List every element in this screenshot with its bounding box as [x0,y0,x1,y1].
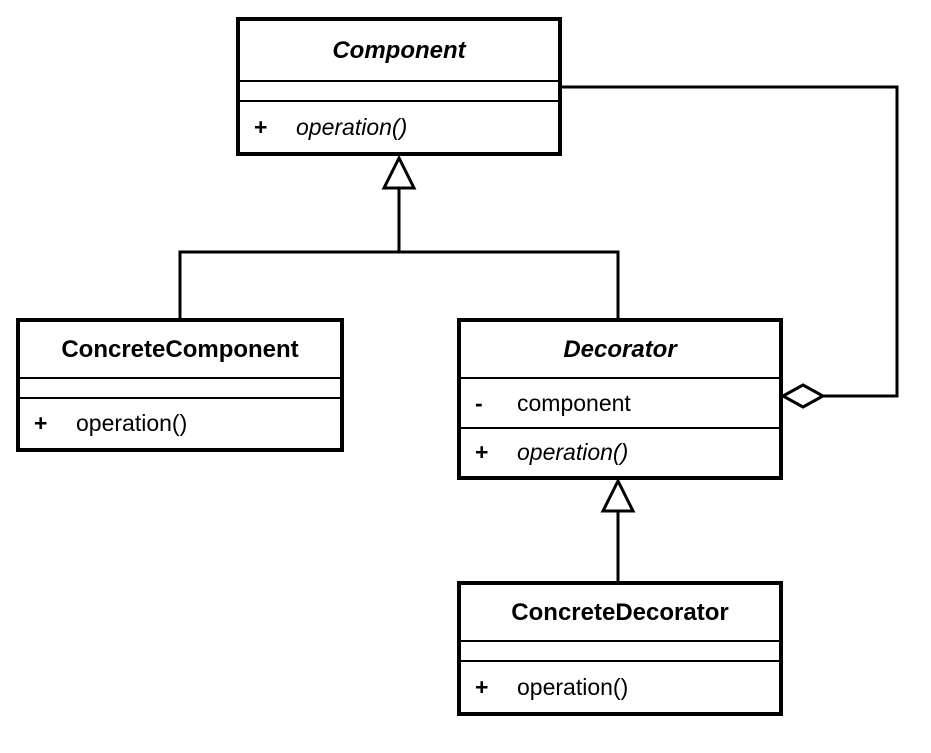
class-operations-decorator: + operation() [461,429,779,476]
class-attributes-decorator: - component [461,379,779,429]
attribute-row: - component [461,389,779,416]
aggregation-line [562,85,899,398]
visibility-symbol: + [475,673,489,700]
class-name-concrete-component: ConcreteComponent [20,322,340,379]
attribute-name: component [517,389,631,416]
visibility-symbol: + [254,113,268,140]
class-box-decorator: Decorator - component + operation() [457,318,783,480]
visibility-symbol: + [34,410,48,436]
aggregation-diamond-icon [779,383,827,409]
generalization-branch-line [178,250,620,318]
class-attributes-concrete-component [20,379,340,399]
class-box-concrete-decorator: ConcreteDecorator + operation() [457,581,783,716]
operation-row: + operation() [240,113,558,140]
operation-name: operation() [76,410,188,436]
operation-name: operation() [517,673,629,700]
visibility-symbol: - [475,389,483,416]
class-attributes-component [240,82,558,102]
class-operations-component: + operation() [240,102,558,152]
class-box-concrete-component: ConcreteComponent + operation() [16,318,344,452]
class-name-decorator: Decorator [461,322,779,379]
class-operations-concrete-component: + operation() [20,399,340,448]
class-attributes-concrete-decorator [461,642,779,662]
class-box-component: Component + operation() [236,17,562,156]
generalization-arrowhead-component-icon [381,154,417,190]
class-name-component: Component [240,21,558,82]
visibility-symbol: + [475,439,489,465]
operation-name: operation() [517,439,629,465]
class-name-concrete-decorator: ConcreteDecorator [461,585,779,642]
generalization-arrowhead-decorator-icon [600,477,636,513]
operation-row: + operation() [20,412,340,435]
operation-row: + operation() [461,441,779,464]
class-operations-concrete-decorator: + operation() [461,662,779,712]
operation-name: operation() [296,113,408,140]
operation-row: + operation() [461,673,779,700]
